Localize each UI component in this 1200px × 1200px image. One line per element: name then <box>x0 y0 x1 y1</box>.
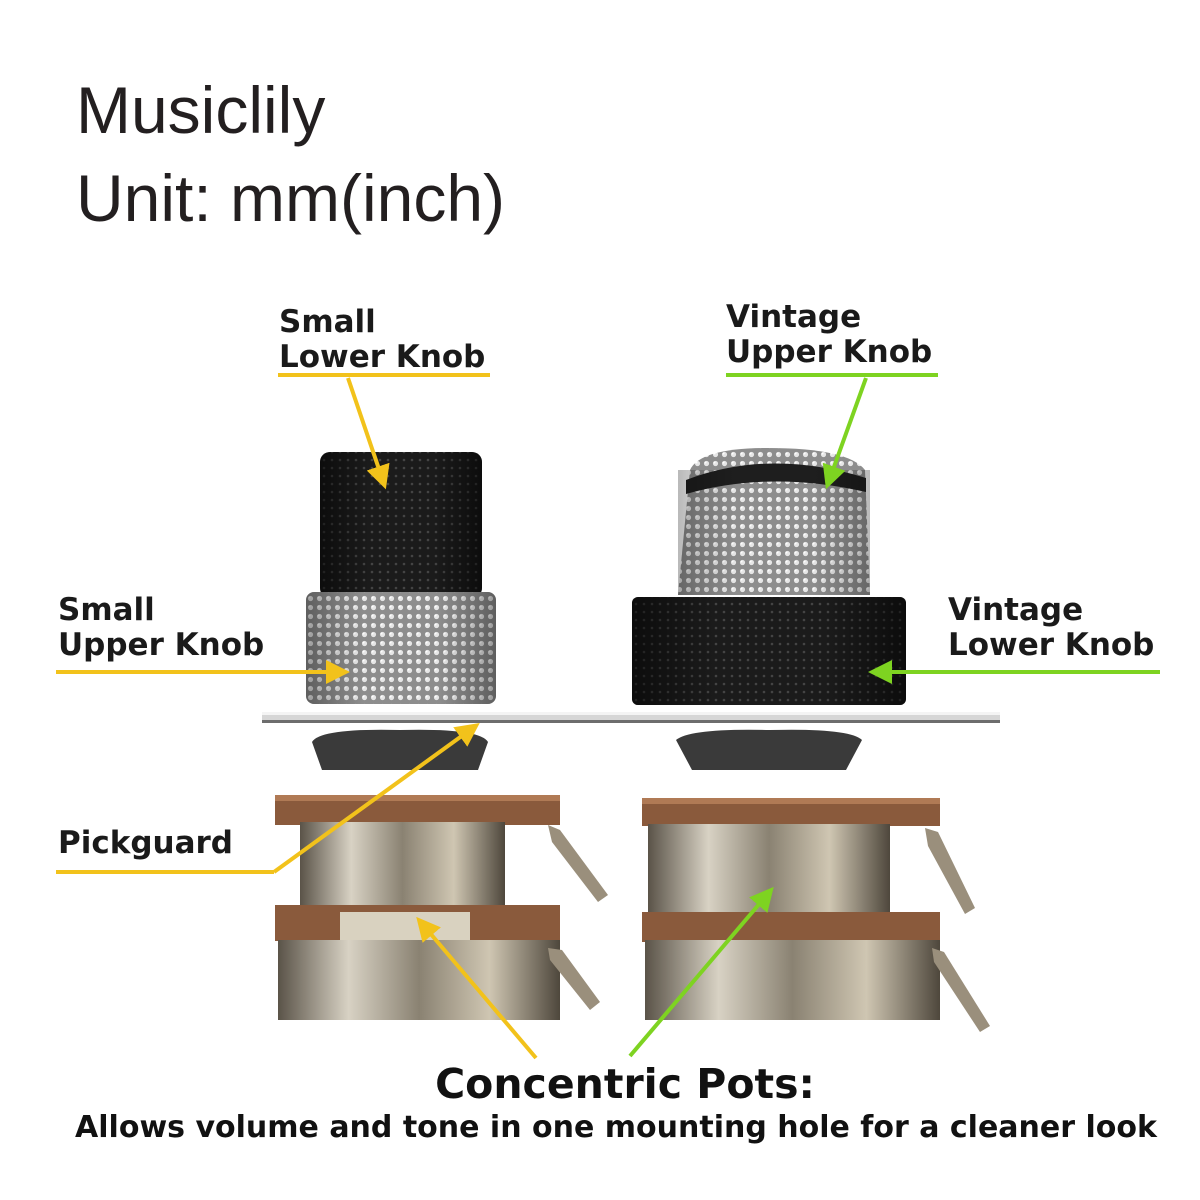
pickguard-plate <box>262 712 1000 723</box>
small-lower-knob-label: Small Lower Knob <box>279 304 486 375</box>
vintage-knob-stack <box>632 448 906 705</box>
vintage-lower-knob-label: Vintage Lower Knob <box>948 592 1155 663</box>
concentric-pots-description: Allows volume and tone in one mounting h… <box>75 1110 1157 1145</box>
concentric-pots-callout <box>416 886 774 1060</box>
vintage-upper-knob-callout <box>726 373 938 490</box>
small-upper-knob-label: Small Upper Knob <box>58 592 265 663</box>
small-lower-knob-callout <box>278 373 490 490</box>
concentric-pots-title: Concentric Pots: <box>435 1060 815 1108</box>
pickguard-callout <box>56 722 480 874</box>
vintage-upper-knob-label: Vintage Upper Knob <box>726 299 933 370</box>
header: Musiclily Unit: mm(inch) <box>76 66 505 242</box>
pickguard-label: Pickguard <box>58 825 233 861</box>
left-concentric-pot <box>275 729 608 1020</box>
right-concentric-pot <box>642 729 990 1032</box>
brand-name: Musiclily <box>76 73 326 147</box>
small-knob-stack <box>306 452 496 704</box>
unit-label: Unit: mm(inch) <box>76 161 506 235</box>
